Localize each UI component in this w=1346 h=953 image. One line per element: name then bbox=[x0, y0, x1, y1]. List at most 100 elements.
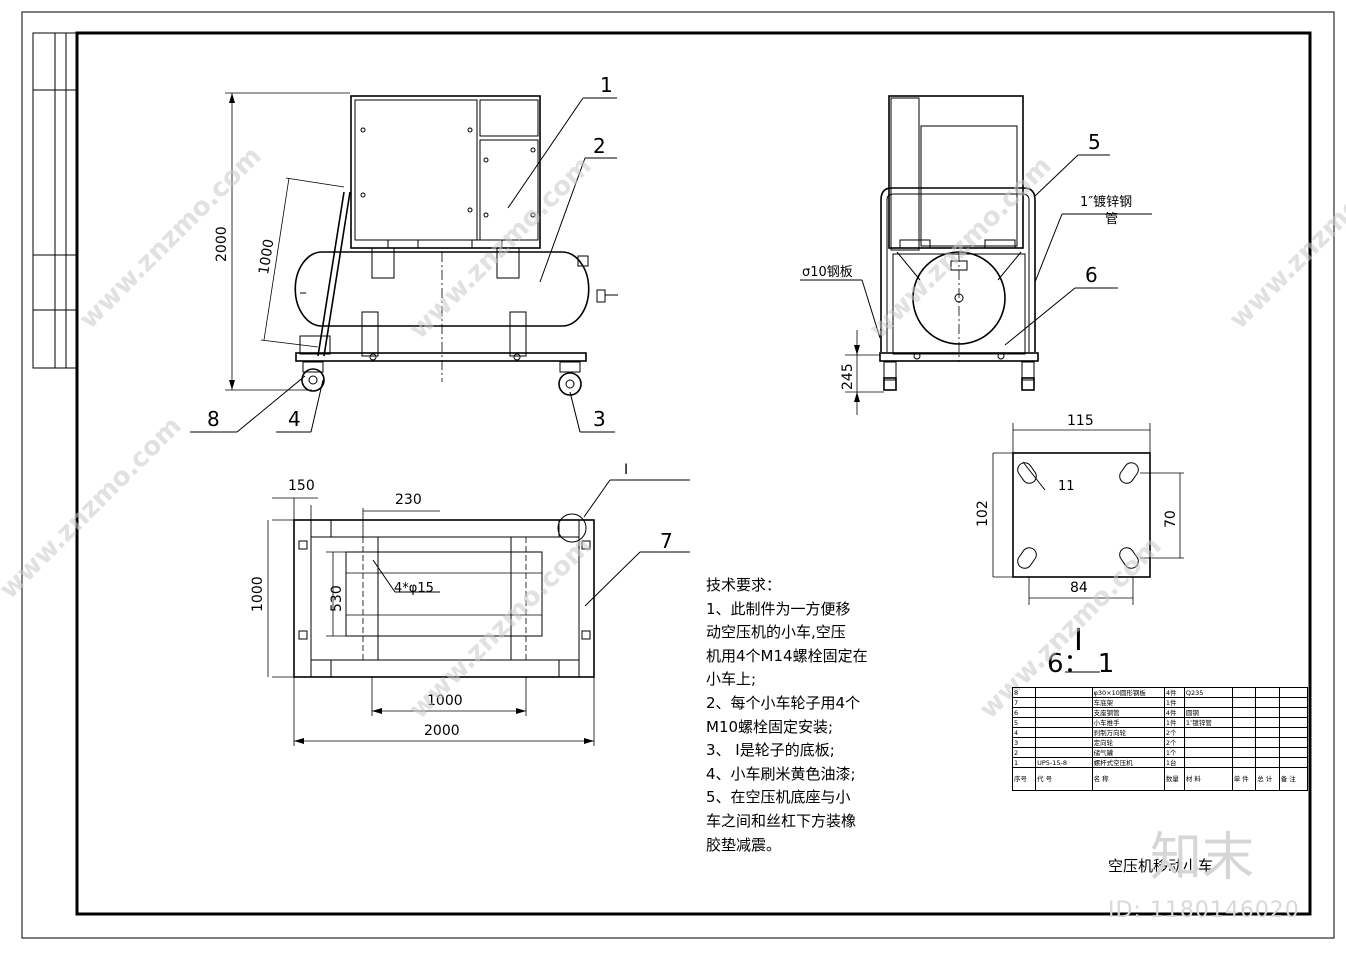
bom-cell-qty: 2个 bbox=[1163, 727, 1185, 738]
id-watermark: ID: 1180146020 bbox=[1108, 898, 1300, 923]
bom-cell-material bbox=[1183, 747, 1233, 758]
front-view bbox=[800, 95, 1152, 415]
caster-wheel-rear bbox=[558, 372, 582, 396]
dim-102: 102 bbox=[975, 500, 991, 527]
callout-2: 2 bbox=[593, 134, 606, 158]
svg-text:www.znzmo.com: www.znzmo.com bbox=[0, 411, 188, 605]
bom-cell-code: UP5-15-8 bbox=[1035, 757, 1093, 768]
annotation-text: 1 2 3 4 5 6 7 8 2000 1000 245 150 230 53… bbox=[207, 73, 1179, 739]
bom-cell-code bbox=[1035, 707, 1093, 718]
bom-cell-qty: 1件 bbox=[1163, 697, 1185, 708]
watermark: www.znzmo.com www.znzmo.com www.znzmo.co… bbox=[0, 141, 1346, 725]
note-line: 1、此制件为一方便移 bbox=[706, 599, 851, 618]
cart-frame-side bbox=[295, 352, 587, 362]
bom-cell-empty bbox=[1255, 727, 1280, 738]
bom-cell-empty bbox=[1278, 707, 1309, 718]
dim-70: 70 bbox=[1163, 510, 1179, 528]
bom-cell-code bbox=[1035, 737, 1093, 748]
detail-title: I bbox=[1074, 623, 1083, 658]
dim-holes: 4*φ15 bbox=[394, 581, 434, 596]
bom-header-remark: 备 注 bbox=[1278, 767, 1309, 791]
callout-1: 1 bbox=[600, 73, 613, 97]
technical-requirements: 技术要求： 1、此制件为一方便移 动空压机的小车,空压 机用4个M14螺栓固定在… bbox=[706, 574, 896, 857]
svg-text:www.znzmo.com: www.znzmo.com bbox=[74, 141, 268, 335]
bom-header-qty: 数量 bbox=[1163, 767, 1185, 791]
bom-header-material: 材 料 bbox=[1183, 767, 1233, 791]
callout-8: 8 bbox=[207, 407, 220, 431]
bom-cell-qty: 2个 bbox=[1163, 737, 1185, 748]
dim-front-height: 245 bbox=[840, 363, 856, 390]
dim-1000-horizontal: 1000 bbox=[427, 693, 463, 709]
bom-cell-name: 支座钢管 bbox=[1091, 707, 1165, 718]
bom-cell-empty bbox=[1278, 687, 1309, 698]
bom-cell-no: 6 bbox=[1011, 707, 1037, 718]
dim-side-height: 2000 bbox=[214, 226, 230, 262]
bom-cell-empty bbox=[1231, 707, 1257, 718]
detail-circle-I bbox=[557, 513, 587, 543]
callout-5: 5 bbox=[1088, 130, 1101, 154]
inner-frame bbox=[75, 31, 1312, 916]
detail-scale: 6： 1 bbox=[1047, 649, 1114, 679]
bom-header-unit: 单 件 bbox=[1231, 767, 1257, 791]
bom-cell-qty: 1台 bbox=[1163, 757, 1185, 768]
bom-cell-empty bbox=[1255, 707, 1280, 718]
dim-115: 115 bbox=[1067, 413, 1094, 429]
bom-header-total: 总 计 bbox=[1255, 767, 1280, 791]
bom-cell-name: φ30×10圆形钢板 bbox=[1091, 687, 1165, 698]
callout-4: 4 bbox=[288, 407, 301, 431]
bom-cell-empty bbox=[1231, 687, 1257, 698]
note-line: 4、小车刷米黄色油漆; bbox=[706, 764, 856, 783]
note-line: 5、在空压机底座与小 bbox=[706, 788, 851, 807]
binding-strip bbox=[32, 32, 78, 369]
bom-cell-empty bbox=[1278, 747, 1309, 758]
bom-cell-empty bbox=[1255, 687, 1280, 698]
dim-230: 230 bbox=[395, 492, 422, 508]
bom-cell-material bbox=[1183, 697, 1233, 708]
bom-header-name: 名 称 bbox=[1091, 767, 1165, 791]
bom-cell-name: 刹制万向轮 bbox=[1091, 727, 1165, 738]
bom-cell-empty bbox=[1255, 757, 1280, 768]
bom-cell-name: 定向轮 bbox=[1091, 737, 1165, 748]
bom-cell-no: 5 bbox=[1011, 717, 1037, 728]
note-line: 小车上; bbox=[706, 670, 757, 689]
bom-cell-no: 8 bbox=[1011, 687, 1037, 698]
caster-wheel-front bbox=[301, 368, 325, 392]
bom-cell-name: 小车推手 bbox=[1091, 717, 1165, 728]
note-line: 胶垫减震。 bbox=[706, 835, 782, 854]
pipe-label-1: 1″镀锌钢 bbox=[1080, 194, 1132, 210]
bom-cell-empty bbox=[1231, 697, 1257, 708]
bom-cell-material: 1″镀锌管 bbox=[1183, 717, 1233, 728]
bom-cell-name: 车底架 bbox=[1091, 697, 1165, 708]
bom-cell-empty bbox=[1255, 717, 1280, 728]
plan-view bbox=[267, 479, 690, 746]
bom-header-no: 序号 bbox=[1011, 767, 1037, 791]
bom-cell-material bbox=[1183, 737, 1233, 748]
detail-ref: I bbox=[624, 462, 628, 478]
side-view bbox=[190, 92, 618, 433]
note-line: 动空压机的小车,空压 bbox=[706, 623, 846, 642]
base-plate bbox=[1012, 452, 1151, 578]
bom-cell-empty bbox=[1255, 747, 1280, 758]
pipe-label-2: 管 bbox=[1105, 212, 1118, 227]
bom-cell-empty bbox=[1231, 757, 1257, 768]
bom-cell-empty bbox=[1278, 757, 1309, 768]
bom-cell-material bbox=[1183, 727, 1233, 738]
bom-cell-no: 1 bbox=[1011, 757, 1037, 768]
bom-header: 序号代 号名 称数量材 料单 件总 计备 注 bbox=[1011, 767, 1309, 791]
dim-530: 530 bbox=[329, 585, 345, 612]
dim-150: 150 bbox=[288, 478, 315, 494]
bom-cell-code bbox=[1035, 687, 1093, 698]
callout-6: 6 bbox=[1085, 263, 1098, 287]
dim-1000-vertical: 1000 bbox=[250, 576, 266, 612]
bom-cell-name: 储气罐 bbox=[1091, 747, 1165, 758]
steel-plate-label: σ10钢板 bbox=[802, 265, 853, 280]
callout-7: 7 bbox=[660, 529, 673, 553]
